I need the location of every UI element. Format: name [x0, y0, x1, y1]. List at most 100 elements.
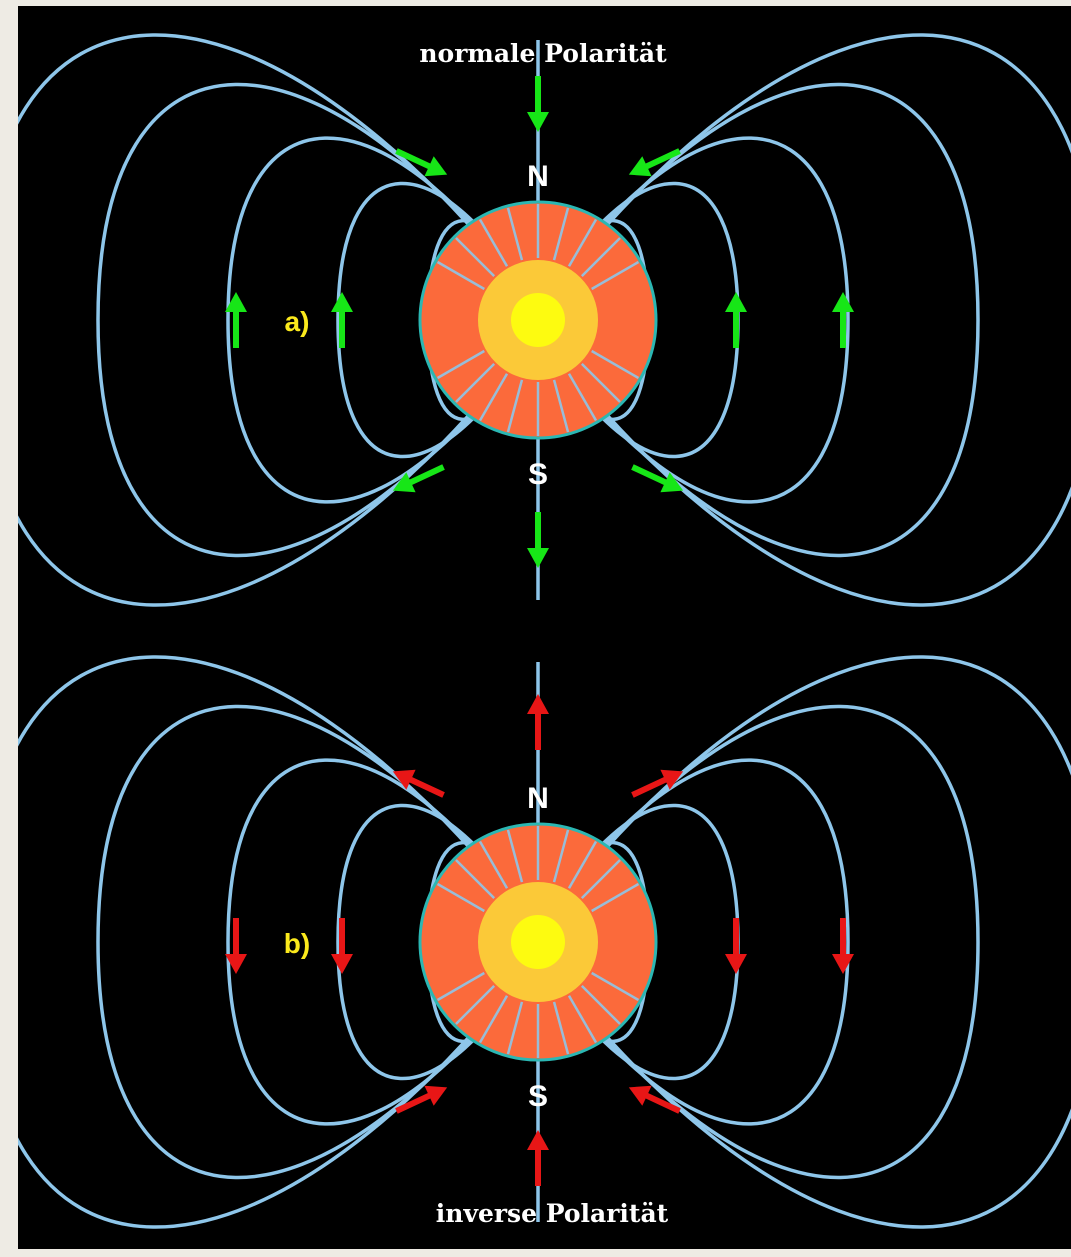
earth-field-spoke: [478, 373, 509, 422]
arrow-head: [225, 954, 247, 974]
arrow-head: [424, 1085, 448, 1106]
arrow-head: [225, 292, 247, 312]
arrow-head: [628, 156, 652, 177]
field-line-left-5: [96, 704, 540, 1180]
field-direction-arrows-bottom: [225, 694, 854, 1186]
arrow-shaft: [643, 1092, 681, 1114]
arrow-head: [331, 954, 353, 974]
panel-normal-polarity: normale Polarität N S a): [18, 33, 1071, 607]
earth-bottom: [418, 822, 658, 1062]
field-line-left-6: [18, 655, 540, 1229]
field-line-left-4: [226, 136, 540, 504]
earth-field-spoke: [580, 237, 621, 278]
arrow-head: [527, 112, 549, 132]
title-inverse-polarity: inverse Polarität: [436, 1199, 669, 1228]
arrow-shaft: [631, 464, 669, 486]
arrow-axis-bottom: [527, 1130, 549, 1186]
arrow-side-1: [225, 918, 247, 974]
arrow-head: [331, 292, 353, 312]
arrow-axis-bottom: [527, 512, 549, 568]
earth-field-spoke: [591, 349, 640, 380]
earth-field-spoke: [567, 218, 598, 267]
earth-field-spoke: [478, 995, 509, 1044]
arrow-head: [660, 769, 684, 790]
earth-field-spoke: [567, 995, 598, 1044]
earth-top: [418, 200, 658, 440]
earth-field-spoke: [455, 362, 496, 403]
field-line-left-5: [96, 82, 540, 558]
arrow-head: [832, 954, 854, 974]
earth-field-spoke: [591, 971, 640, 1002]
arrow-head: [527, 548, 549, 568]
arrow-lower-right: [631, 464, 684, 493]
earth-field-spoke: [436, 260, 485, 291]
field-line-right-5: [536, 82, 980, 558]
field-line-left-4: [226, 758, 540, 1126]
earth-field-spoke: [506, 379, 524, 433]
arrow-upper-right: [631, 769, 684, 798]
arrow-head: [628, 1085, 652, 1106]
south-pole-label-top: S: [528, 458, 548, 491]
field-line-right-5: [536, 704, 980, 1180]
arrow-head: [527, 694, 549, 714]
arrow-upper-left: [395, 148, 448, 177]
earth-field-spoke: [506, 207, 524, 261]
arrow-head: [424, 156, 448, 177]
arrow-shaft: [407, 776, 445, 798]
earth-field-spoke: [436, 349, 485, 380]
arrow-side-1: [225, 292, 247, 348]
arrow-upper-right: [628, 148, 681, 177]
arrow-side-4: [832, 918, 854, 974]
arrow-head: [527, 1130, 549, 1150]
arrow-lower-left: [392, 464, 445, 493]
arrow-shaft: [643, 148, 681, 170]
earth-field-spoke: [436, 971, 485, 1002]
earth-field-spoke: [552, 207, 570, 261]
inner-core: [511, 915, 565, 969]
field-line-right-4: [536, 758, 850, 1126]
arrow-side-2: [331, 918, 353, 974]
field-line-right-4: [536, 136, 850, 504]
south-pole-label-bottom: S: [528, 1080, 548, 1113]
earth-field-spoke: [455, 984, 496, 1025]
earth-field-spoke: [580, 859, 621, 900]
arrow-lower-left: [395, 1085, 448, 1114]
earth-field-spoke: [506, 829, 524, 883]
earth-field-spoke: [567, 373, 598, 422]
arrow-shaft: [395, 1092, 433, 1114]
arrow-axis-top: [527, 694, 549, 750]
earth-field-spoke: [591, 882, 640, 913]
panel-inverse-polarity: inverse Polarität N S b): [18, 655, 1071, 1229]
earth-field-spoke: [478, 840, 509, 889]
arrow-head: [660, 472, 684, 493]
panel-label-b: b): [284, 928, 310, 959]
earth-field-spoke: [506, 1001, 524, 1055]
arrow-side-3: [725, 292, 747, 348]
title-normal-polarity: normale Polarität: [419, 39, 667, 68]
arrow-side-2: [331, 292, 353, 348]
north-pole-label-bottom: N: [527, 782, 549, 815]
earth-field-spoke: [436, 882, 485, 913]
arrow-head: [725, 292, 747, 312]
arrow-side-4: [832, 292, 854, 348]
arrow-shaft: [631, 776, 669, 798]
arrow-shaft: [395, 148, 433, 170]
arrow-head: [725, 954, 747, 974]
earth-field-spoke: [478, 218, 509, 267]
earth-field-spoke: [591, 260, 640, 291]
panel-label-a: a): [285, 306, 310, 337]
arrow-side-3: [725, 918, 747, 974]
arrow-axis-top: [527, 76, 549, 132]
earth-field-spoke: [552, 1001, 570, 1055]
field-direction-arrows-top: [225, 76, 854, 568]
north-pole-label-top: N: [527, 160, 549, 193]
earth-field-spoke: [455, 859, 496, 900]
arrow-lower-right: [628, 1085, 681, 1114]
arrow-head: [832, 292, 854, 312]
earth-field-spoke: [567, 840, 598, 889]
field-line-right-6: [536, 33, 1071, 607]
arrow-head: [392, 769, 416, 790]
earth-field-spoke: [580, 362, 621, 403]
